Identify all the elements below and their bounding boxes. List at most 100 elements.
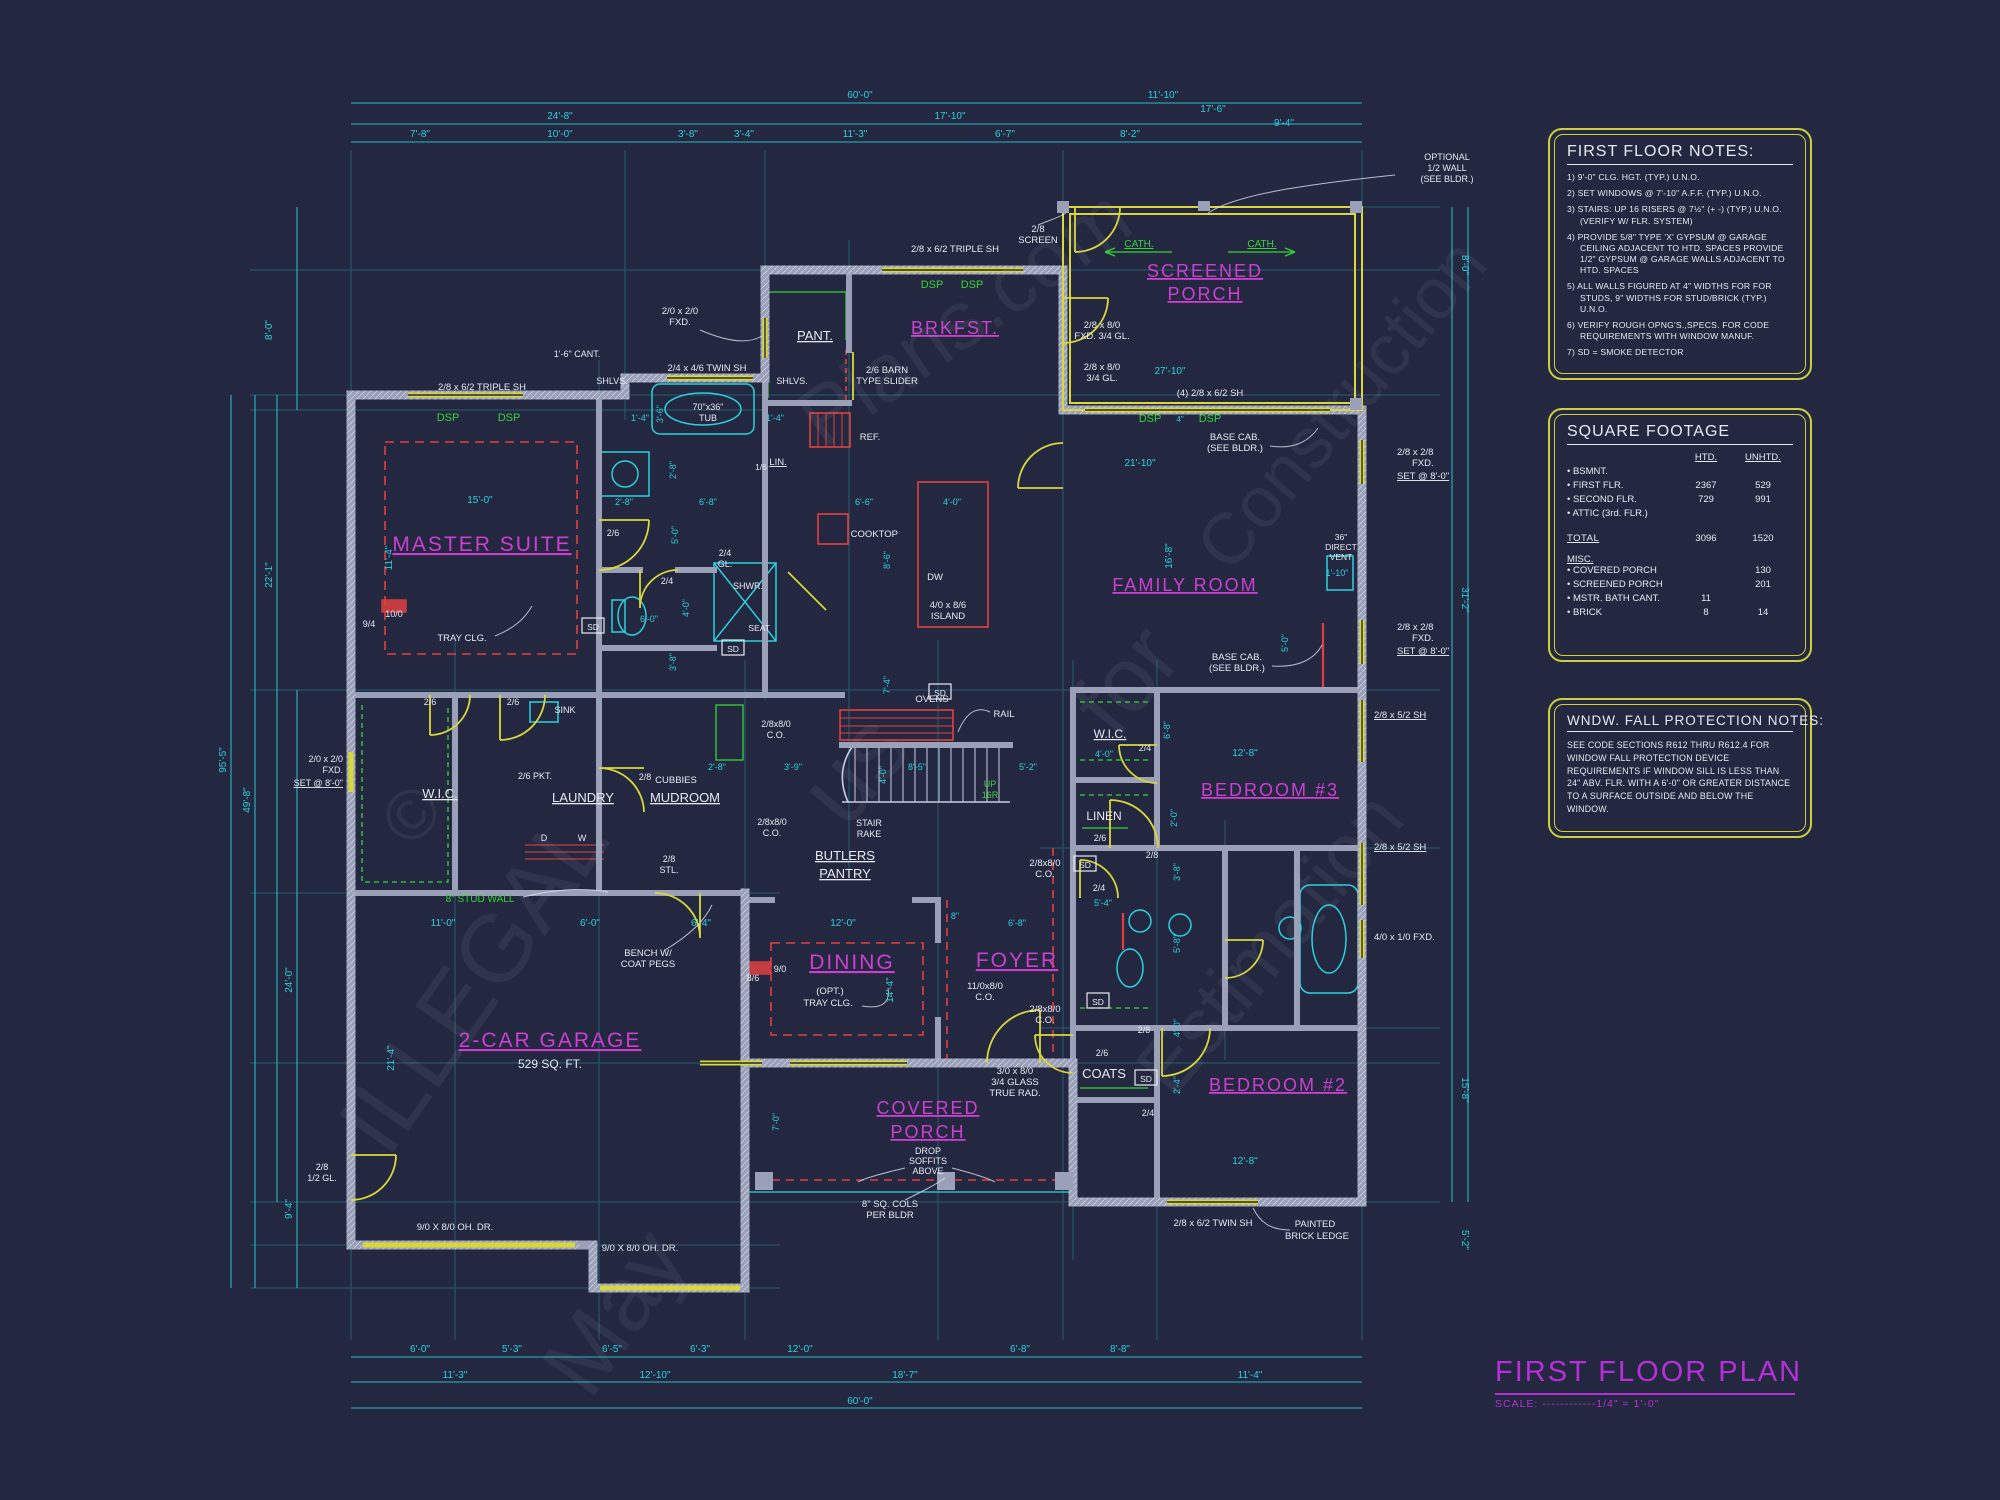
dimension-text: 5'-0" [670,526,680,544]
dimension-text: 4'-0" [943,497,961,507]
note-item: 1) 9'-0" CLG. HGT. (TYP.) U.N.O. [1567,172,1700,182]
plan-annotation: FXD. [1412,633,1434,644]
plan-annotation: DSP [1199,413,1222,425]
plan-annotation: C.O. [1035,1015,1055,1026]
plan-annotation: C.O. [767,730,786,740]
smoke-detector-label: SD [727,644,739,654]
sf-row-unhtd: 991 [1755,494,1771,505]
total-unhtd: 1520 [1752,533,1774,544]
plan-annotation: 10/0 [385,609,403,619]
master-tub [651,383,755,435]
dimension-text: 9'-4" [1274,118,1294,129]
plan-annotation: 8" STUD WALL [446,894,515,905]
fall-protection-body: SEE CODE SECTIONS R612 THRU R612.4 FOR W… [1567,740,1791,814]
dimension-text: 8'-0" [264,320,275,340]
plan-annotation: DSP [498,412,521,424]
plan-annotation: VENT [1330,552,1353,562]
watermark-text: ILLEGAL [318,791,629,1171]
plan-annotation: CUBBIES [655,775,697,786]
dimension-text: 6'-8" [1010,1344,1030,1355]
dimension-text: 2'-8" [668,461,678,479]
column-header-unhtd: UNHTD. [1745,452,1781,463]
plan-annotation: D [541,833,548,843]
room-label-brkfst: BRKFST. [911,318,999,338]
smoke-detector-label: SD [1079,860,1091,870]
dimension-text: 8'-6" [882,551,892,569]
dimension-text: 6'-5" [602,1344,622,1355]
dimension-text: 1'-10" [1326,568,1349,578]
dimension-text: 6'-4" [691,918,711,929]
dimension-text: 3'-4" [734,129,754,140]
square-footage-panel: SQUARE FOOTAGE HTD. UNHTD. BSMNT.FIRST F… [1548,408,1812,662]
plan-annotation: RAIL [993,709,1014,720]
plan-annotation: TRUE RAD. [989,1088,1040,1099]
sf-row-label: SECOND FLR. [1567,494,1679,505]
plan-annotation: 2/8 x 8/0 [1084,320,1120,331]
plan-annotation: ISLAND [931,611,965,622]
plan-annotation: BUTLERS [815,848,875,863]
door-bath [1079,859,1119,899]
dimension-text: 2'-8" [708,762,726,772]
dimension-lines [230,102,1469,1409]
plan-annotation: W [578,833,587,843]
doors [350,206,1264,1201]
dimension-text: 8'-0" [1459,255,1470,275]
plan-annotation: 9/0 X 8/0 OH. DR. [417,1222,494,1233]
dimension-text: 8'-8" [1110,1344,1130,1355]
plan-annotation: BASE CAB. [1212,652,1262,663]
plan-annotation: FXD. [322,765,343,775]
dimension-text: 4'-0" [1095,749,1113,759]
plan-annotation: TYPE SLIDER [856,376,918,387]
dimension-text: 5'-0" [1280,634,1290,652]
smoke-detector-box [581,617,605,634]
plan-annotation: FXD. 3/4 GL. [1074,331,1129,342]
dimension-text: 6'-0" [640,614,658,624]
dimension-text: 27'-10" [1154,366,1185,377]
plan-annotation: 2/8 x 5/2 SH [1374,842,1426,853]
plan-annotation: STAIR [856,818,882,828]
dimension-text: 3'-6" [655,405,665,423]
plan-annotation: 2/8 [1146,850,1159,860]
door-closet [429,694,471,736]
plan-annotation: TRAY CLG. [437,633,486,644]
plan-annotation: (SEE BLDR.) [1207,443,1263,454]
plan-annotation: 2/4 [1139,743,1152,753]
walls-interior [348,267,1365,1205]
plan-annotation: 2/8x8/0 [1029,858,1060,869]
door-front-entry [986,1009,1041,1064]
door-coats [1034,1034,1074,1074]
dimension-text: 14'-4" [885,977,896,1003]
smoke-detector-box [721,639,745,656]
plan-annotation: FXD. [1412,458,1434,469]
total-htd: 3096 [1695,533,1717,544]
toilet [617,596,647,636]
plan-annotation: DSP [921,279,944,291]
dimension-text: 15'-0" [467,495,493,506]
door-garage-side [350,1154,397,1201]
dimension-text: 60'-0" [847,1396,873,1407]
plan-annotation: 2/6 [1094,833,1107,843]
plan-annotation: 2/6 [424,697,437,707]
plan-annotation: DSP [1139,413,1162,425]
door-toilet-2 [1224,939,1264,979]
note-item: 7) SD = SMOKE DETECTOR [1567,347,1684,358]
smoke-detector-label: SD [1140,1074,1152,1084]
window-centerlines [408,269,1363,1203]
door-garage-entry [654,892,701,939]
plan-annotation: DIRECT [1325,542,1357,552]
plan-annotation: 2/8 [663,854,676,864]
dimension-text: 10'-0" [547,129,573,140]
plan-annotation: 1/2 GL. [307,1173,337,1183]
plan-annotation: 9/4 [363,619,376,629]
toilet [1116,948,1144,988]
plan-annotation: COATS [1082,1066,1126,1081]
room-label-bedroom-2: BEDROOM #2 [1209,1075,1347,1095]
dimension-text: 11'-4" [384,545,395,570]
sink-basin [611,460,639,488]
plan-annotation: 1/6 [755,462,767,472]
plan-annotation: 2/8 x 5/2 SH [1374,710,1426,721]
plan-annotation: FXD. [669,317,691,328]
plan-annotation: 2/8 [316,1162,329,1172]
